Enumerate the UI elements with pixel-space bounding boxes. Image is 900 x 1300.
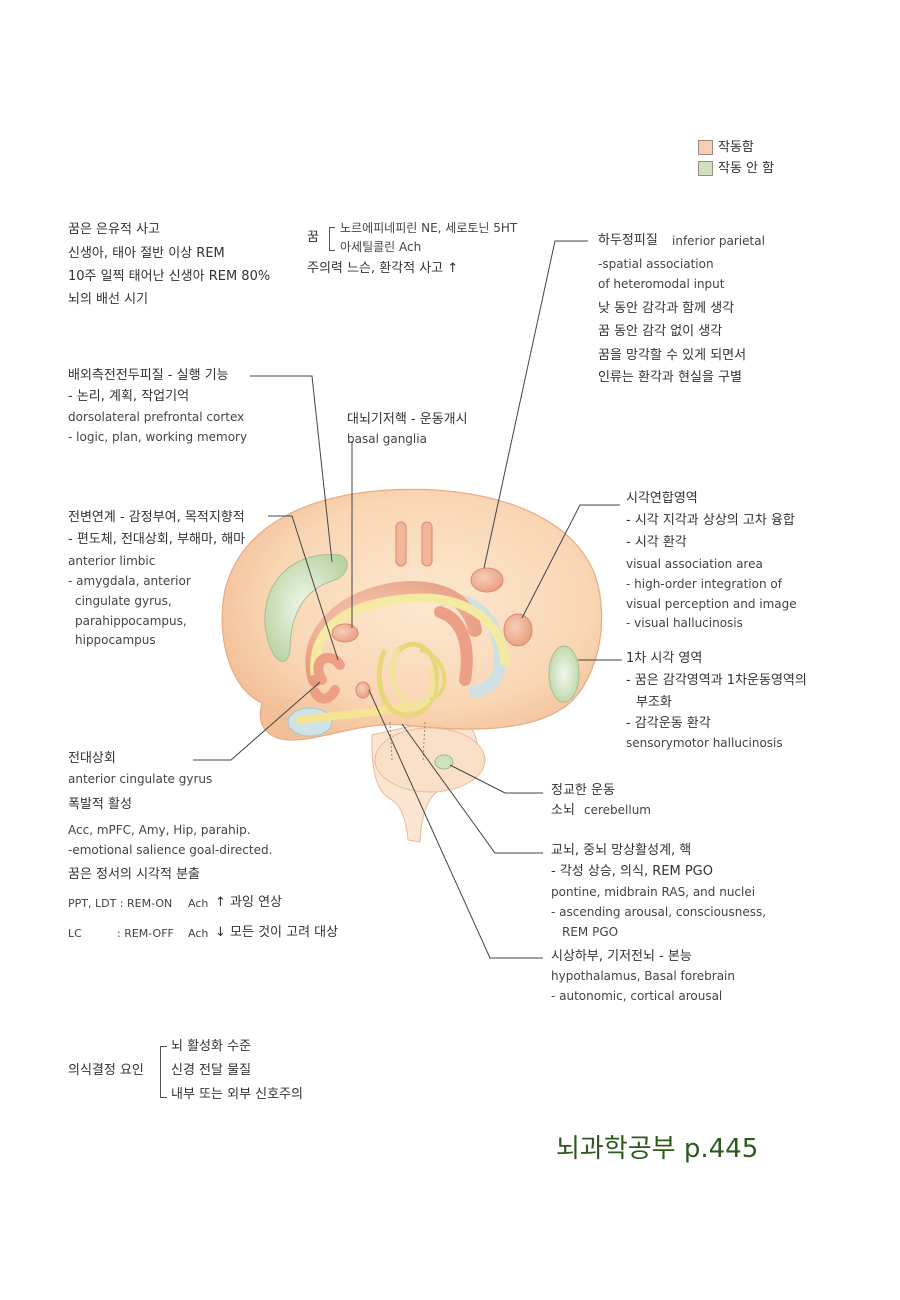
legend-inactive-swatch: [698, 161, 713, 176]
limbic-en1: anterior limbic: [68, 554, 156, 568]
consciousness-item-2: 신경 전달 물질: [171, 1063, 252, 1078]
legend-active-label: 작동함: [718, 140, 754, 155]
ppt-result: ↑ 과잉 연상: [215, 895, 282, 910]
inferior-parietal-title-en: inferior parietal: [672, 234, 765, 248]
visual-assoc-ko3: - 시각 환각: [626, 535, 687, 550]
lc-ach: Ach: [188, 927, 209, 940]
pons-en1: pontine, midbrain RAS, and nuclei: [551, 885, 756, 899]
visual-assoc-ko1: 시각연합영역: [626, 491, 698, 506]
primary-visual-green: [548, 645, 580, 703]
consciousness-bracket: [160, 1046, 167, 1098]
dlpfc-ko1: 배외측전전두피질 - 실행 기능: [68, 368, 229, 383]
intro-line-4: 뇌의 배선 시기: [68, 292, 149, 307]
inferior-parietal-en1: -spatial association: [598, 257, 714, 271]
dream-line-3: 주의력 느슨, 환각적 사고 ↑: [307, 261, 459, 276]
inferior-parietal-title: 하두정피질: [598, 233, 658, 248]
visual-assoc-en3: visual perception and image: [626, 597, 797, 611]
dream-bracket: [329, 227, 335, 251]
limbic-en5: hippocampus: [75, 633, 156, 647]
legend-inactive-label: 작동 안 함: [718, 161, 775, 176]
visual-assoc-en1: visual association area: [626, 557, 763, 571]
dlpfc-en1: dorsolateral prefrontal cortex: [68, 410, 245, 424]
acc-en1: anterior cingulate gyrus: [68, 772, 213, 786]
ppt-label: PPT, LDT : REM-ON: [68, 897, 173, 910]
inferior-parietal-blob: [470, 567, 504, 593]
limbic-en2: - amygdala, anterior: [68, 574, 191, 588]
pons-ko1: 교뇌, 중뇌 망상활성계, 핵: [551, 843, 692, 858]
visual-assoc-en4: - visual hallucinosis: [626, 616, 743, 630]
limbic-ko1: 전변연계 - 감정부여, 목적지향적: [68, 510, 245, 525]
pons-ko2: - 각성 상승, 의식, REM PGO: [551, 864, 713, 879]
limbic-ko2: - 편도체, 전대상회, 부해마, 해마: [68, 532, 246, 547]
dream-prefix: 꿈: [307, 230, 319, 245]
dlpfc-en2: - logic, plan, working memory: [68, 430, 248, 444]
limbic-en4: parahippocampus,: [75, 614, 187, 628]
legend-active-swatch: [698, 140, 713, 155]
primary-visual-ko1: 1차 시각 영역: [626, 651, 703, 666]
acc-en3: -emotional salience goal-directed.: [68, 843, 273, 857]
primary-visual-ko2: - 꿈은 감각영역과 1차운동영역의: [626, 673, 807, 688]
visual-assoc-ko2: - 시각 지각과 상상의 고차 융합: [626, 513, 795, 528]
limbic-en3: cingulate gyrus,: [75, 594, 172, 608]
hypothalamus-blob: [355, 681, 371, 699]
acc-ko2: 폭발적 활성: [68, 797, 132, 812]
pons-en2: - ascending arousal, consciousness,: [551, 905, 767, 919]
consciousness-item-1: 뇌 활성화 수준: [171, 1039, 252, 1054]
visual-assoc-en2: - high-order integration of: [626, 577, 782, 591]
cerebellum: [374, 727, 486, 793]
dlpfc-ko2: - 논리, 계획, 작업기억: [68, 389, 190, 404]
anterior-cingulate-blob: [313, 652, 345, 685]
prefrontal-green: [264, 553, 348, 662]
hypothalamus-ko1: 시상하부, 기저전뇌 - 본능: [551, 949, 692, 964]
inferior-parietal-ko1: 낮 동안 감각과 함께 생각: [598, 301, 735, 316]
consciousness-item-3: 내부 또는 외부 신호주의: [171, 1087, 303, 1102]
amygdala-blob: [331, 623, 359, 643]
inferior-parietal-ko3: 꿈을 망각할 수 있게 되면서: [598, 348, 747, 363]
primary-visual-ko3: 부조화: [636, 695, 672, 710]
acc-en2: Acc, mPFC, Amy, Hip, parahip.: [68, 823, 251, 837]
inferior-parietal-ko4: 인류는 환각과 현실을 구별: [598, 370, 742, 385]
basal-ganglia-en: basal ganglia: [347, 432, 427, 446]
hypothalamus-en1: hypothalamus, Basal forebrain: [551, 969, 735, 983]
dream-line-1: 노르에피네피린 NE, 세로토닌 5HT: [340, 221, 518, 235]
basal-ganglia-ko: 대뇌기저핵 - 운동개시: [347, 412, 468, 427]
inferior-parietal-en2: of heteromodal input: [598, 277, 725, 291]
acc-ko1: 전대상회: [68, 751, 116, 766]
primary-visual-ko4: - 감각운동 환각: [626, 716, 711, 731]
consciousness-label: 의식결정 요인: [68, 1063, 144, 1078]
pons-en3: REM PGO: [562, 925, 619, 939]
lc-label: LC: [68, 927, 82, 940]
page-footer: 뇌과학공부 p.445: [556, 1134, 759, 1164]
primary-visual-en1: sensorymotor hallucinosis: [626, 736, 783, 750]
cerebellum-ko2: 소뇌: [551, 803, 575, 818]
cerebellum-spot: [434, 754, 454, 770]
visual-assoc-blob: [503, 613, 533, 647]
inferior-parietal-ko2: 꿈 동안 감각 없이 생각: [598, 324, 723, 339]
intro-line-2: 신생아, 태아 절반 이상 REM: [68, 246, 225, 261]
lc-mid: : REM-OFF: [117, 927, 174, 940]
hypothalamus-en2: - autonomic, cortical arousal: [551, 989, 723, 1003]
lc-result: ↓ 모든 것이 고려 대상: [215, 925, 339, 940]
intro-line-1: 꿈은 은유적 사고: [68, 222, 160, 237]
intro-line-3: 10주 일찍 태어난 신생아 REM 80%: [68, 269, 271, 284]
cerebellum-en: cerebellum: [584, 803, 651, 817]
dream-line-2: 아세틸콜린 Ach: [340, 240, 422, 254]
ppt-ach: Ach: [188, 897, 209, 910]
acc-ko3: 꿈은 정서의 시각적 분출: [68, 867, 200, 882]
cerebellum-ko: 정교한 운동: [551, 783, 615, 798]
